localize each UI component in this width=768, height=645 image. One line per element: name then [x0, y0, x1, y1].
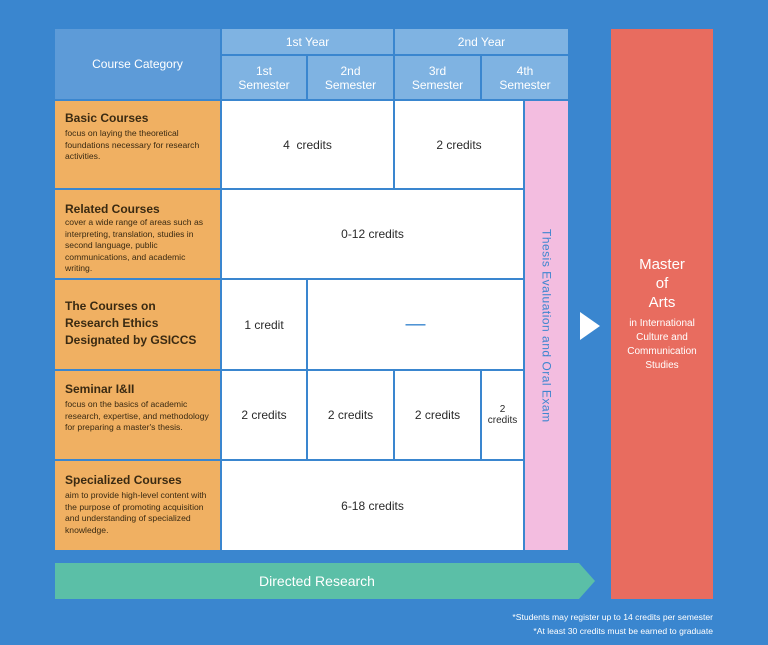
- master-line1: Master: [639, 256, 685, 273]
- seminar-semester2-cell: 2 credits: [308, 371, 393, 459]
- directed-research-arrow: Directed Research: [55, 563, 595, 599]
- arrow-shape: [55, 563, 595, 599]
- ethics-rest-cell: —: [308, 280, 523, 369]
- semester2-header: 2nd Semester: [308, 56, 393, 99]
- year2-header: 2nd Year: [395, 29, 568, 54]
- master-of-arts-box: Master of Arts in International Culture …: [611, 29, 713, 599]
- footnote-credits-per-semester: *Students may register up to 14 credits …: [512, 612, 713, 622]
- category-description: focus on laying the theoretical foundati…: [65, 128, 200, 161]
- dash-mark: —: [405, 313, 426, 335]
- category-ethics: The Courses on Research Ethics Designate…: [55, 280, 220, 369]
- category-related: Related Courses cover a wide range of ar…: [55, 190, 220, 278]
- thesis-evaluation-label: Thesis Evaluation and Oral Exam: [539, 228, 554, 423]
- category-title: The Courses on Research Ethics Designate…: [65, 299, 197, 347]
- category-specialized: Specialized Courses aim to provide high-…: [55, 461, 220, 550]
- basic-year2-cell: 2 credits: [395, 101, 523, 188]
- specialized-credits-cell: 6-18 credits: [222, 461, 523, 550]
- thesis-evaluation-column: Thesis Evaluation and Oral Exam: [525, 101, 568, 550]
- footnotes: *Students may register up to 14 credits …: [400, 610, 713, 640]
- course-category-header: Course Category: [55, 29, 220, 99]
- course-category-label: Course Category: [92, 57, 183, 71]
- ethics-semester1-cell: 1 credit: [222, 280, 306, 369]
- category-title: Seminar I&II: [65, 382, 135, 396]
- master-line3: Arts: [648, 294, 676, 311]
- right-triangle-icon: [580, 312, 600, 340]
- directed-research-label: Directed Research: [259, 573, 375, 589]
- category-description: cover a wide range of areas such as inte…: [65, 217, 204, 273]
- category-title: Basic Courses: [65, 111, 149, 125]
- seminar-semester3-cell: 2 credits: [395, 371, 480, 459]
- semester1-header: 1st Semester: [222, 56, 306, 99]
- related-credits-cell: 0-12 credits: [222, 190, 523, 278]
- category-title: Specialized Courses: [65, 473, 182, 487]
- category-description: focus on the basics of academic research…: [65, 399, 209, 432]
- category-seminar: Seminar I&II focus on the basics of acad…: [55, 371, 220, 459]
- category-title: Related Courses: [65, 202, 160, 216]
- master-subtitle: in International Culture and Communicati…: [627, 318, 697, 371]
- semester4-header: 4th Semester: [482, 56, 568, 99]
- category-basic: Basic Courses focus on laying the theore…: [55, 101, 220, 188]
- category-description: aim to provide high-level content with t…: [65, 490, 207, 535]
- basic-year1-cell: 4 credits: [222, 101, 393, 188]
- semester3-header: 3rd Semester: [395, 56, 480, 99]
- master-line2: of: [655, 275, 669, 292]
- seminar-semester1-cell: 2 credits: [222, 371, 306, 459]
- year1-header: 1st Year: [222, 29, 393, 54]
- footnote-graduation-credits: *At least 30 credits must be earned to g…: [533, 626, 713, 636]
- seminar-semester4-cell: 2 credits: [482, 371, 523, 459]
